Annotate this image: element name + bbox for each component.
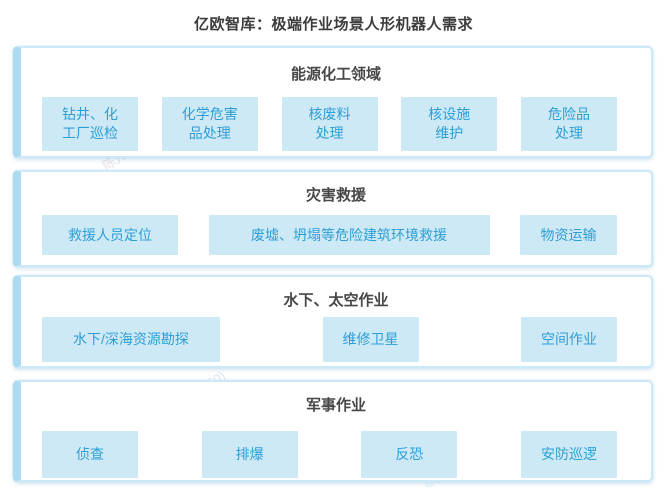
item-drilling-chemical-plant-inspection: 钻井、化 工厂巡检 [42, 97, 138, 151]
item-security-patrol: 安防巡逻 [520, 431, 617, 478]
item-underwater-deepsea-exploration: 水下/深海资源勘探 [42, 317, 220, 362]
section-energy-chemical-items: 钻井、化 工厂巡检 化学危害 品处理 核废料 处理 核设施 维护 危险品 处理 [21, 97, 651, 151]
section-disaster-rescue-header: 灾害救援 [305, 187, 366, 204]
section-military-header: 军事作业 [305, 397, 366, 414]
item-space-operations: 空间作业 [521, 317, 617, 362]
section-underwater-space-header: 水下、太空作业 [283, 292, 389, 309]
item-material-transport: 物资运输 [520, 215, 617, 255]
item-bomb-disposal: 排爆 [201, 431, 298, 478]
section-energy-chemical-header: 能源化工领域 [290, 66, 381, 83]
item-ruins-collapse-environment-rescue: 废墟、坍塌等危险建筑环境救援 [208, 215, 490, 255]
item-dangerous-goods-handling: 危险品 处理 [521, 97, 617, 151]
item-rescuer-positioning: 救援人员定位 [42, 215, 178, 255]
item-counter-terrorism: 反恐 [361, 431, 458, 478]
section-underwater-space: 水下、太空作业 水下/深海资源勘探 维修卫星 空间作业 [13, 275, 653, 368]
item-satellite-repair: 维修卫星 [322, 317, 419, 362]
section-disaster-rescue-items: 救援人员定位 废墟、坍塌等危险建筑环境救援 物资运输 [21, 215, 651, 255]
item-chemical-hazard-handling: 化学危害 品处理 [161, 97, 258, 151]
section-energy-chemical: 能源化工领域 钻井、化 工厂巡检 化学危害 品处理 核废料 处理 核设施 维护 … [13, 46, 653, 158]
section-military: 军事作业 侦查 排爆 反恐 安防巡逻 [13, 380, 653, 482]
item-reconnaissance: 侦查 [42, 431, 138, 478]
section-disaster-rescue: 灾害救援 救援人员定位 废墟、坍塌等危险建筑环境救援 物资运输 [13, 170, 653, 267]
item-nuclear-facility-maintenance: 核设施 维护 [401, 97, 498, 151]
section-underwater-space-items: 水下/深海资源勘探 维修卫星 空间作业 [21, 317, 651, 362]
item-nuclear-waste-disposal: 核废料 处理 [281, 97, 378, 151]
section-military-items: 侦查 排爆 反恐 安防巡逻 [21, 431, 651, 478]
page-title: 亿欧智库：极端作业场景人形机器人需求 [193, 16, 473, 33]
